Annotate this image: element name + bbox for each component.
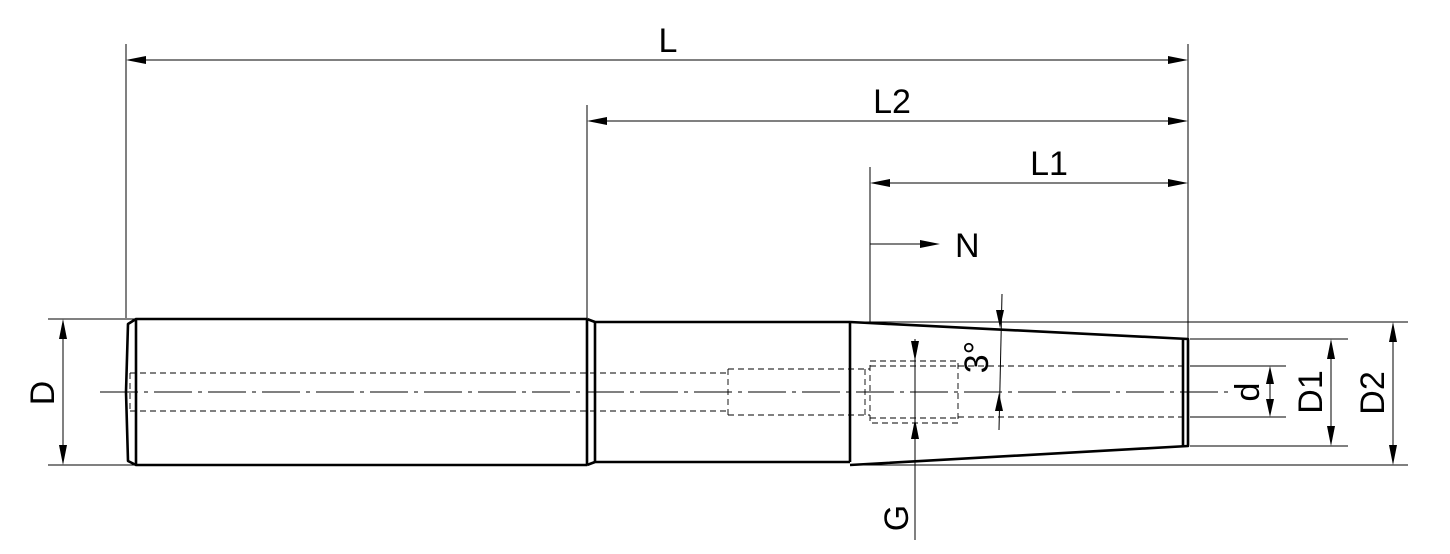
- label-L: L: [659, 22, 678, 60]
- label-d: d: [1229, 383, 1267, 402]
- label-G: G: [878, 505, 916, 531]
- dimension-N: N: [870, 227, 980, 265]
- dimension-L1: L1: [870, 145, 1188, 187]
- label-D1: D1: [1292, 370, 1330, 413]
- dimension-D: D: [24, 319, 67, 465]
- dimension-D1: D1: [1292, 339, 1335, 446]
- label-N: N: [955, 227, 980, 265]
- label-L2: L2: [873, 83, 911, 121]
- dimension-L2: L2: [587, 83, 1188, 125]
- angle-dimension: 3°: [958, 293, 1004, 431]
- dimension-d: d: [1229, 366, 1274, 417]
- label-D: D: [24, 381, 62, 406]
- dimension-G: G: [878, 339, 919, 540]
- shank-outline: [124, 317, 1190, 467]
- label-angle: 3°: [958, 341, 996, 374]
- dimension-D2: D2: [1354, 322, 1397, 465]
- label-L1: L1: [1030, 145, 1068, 183]
- label-D2: D2: [1354, 371, 1392, 414]
- extension-lines: [48, 44, 1408, 466]
- dimension-L: L: [126, 22, 1188, 64]
